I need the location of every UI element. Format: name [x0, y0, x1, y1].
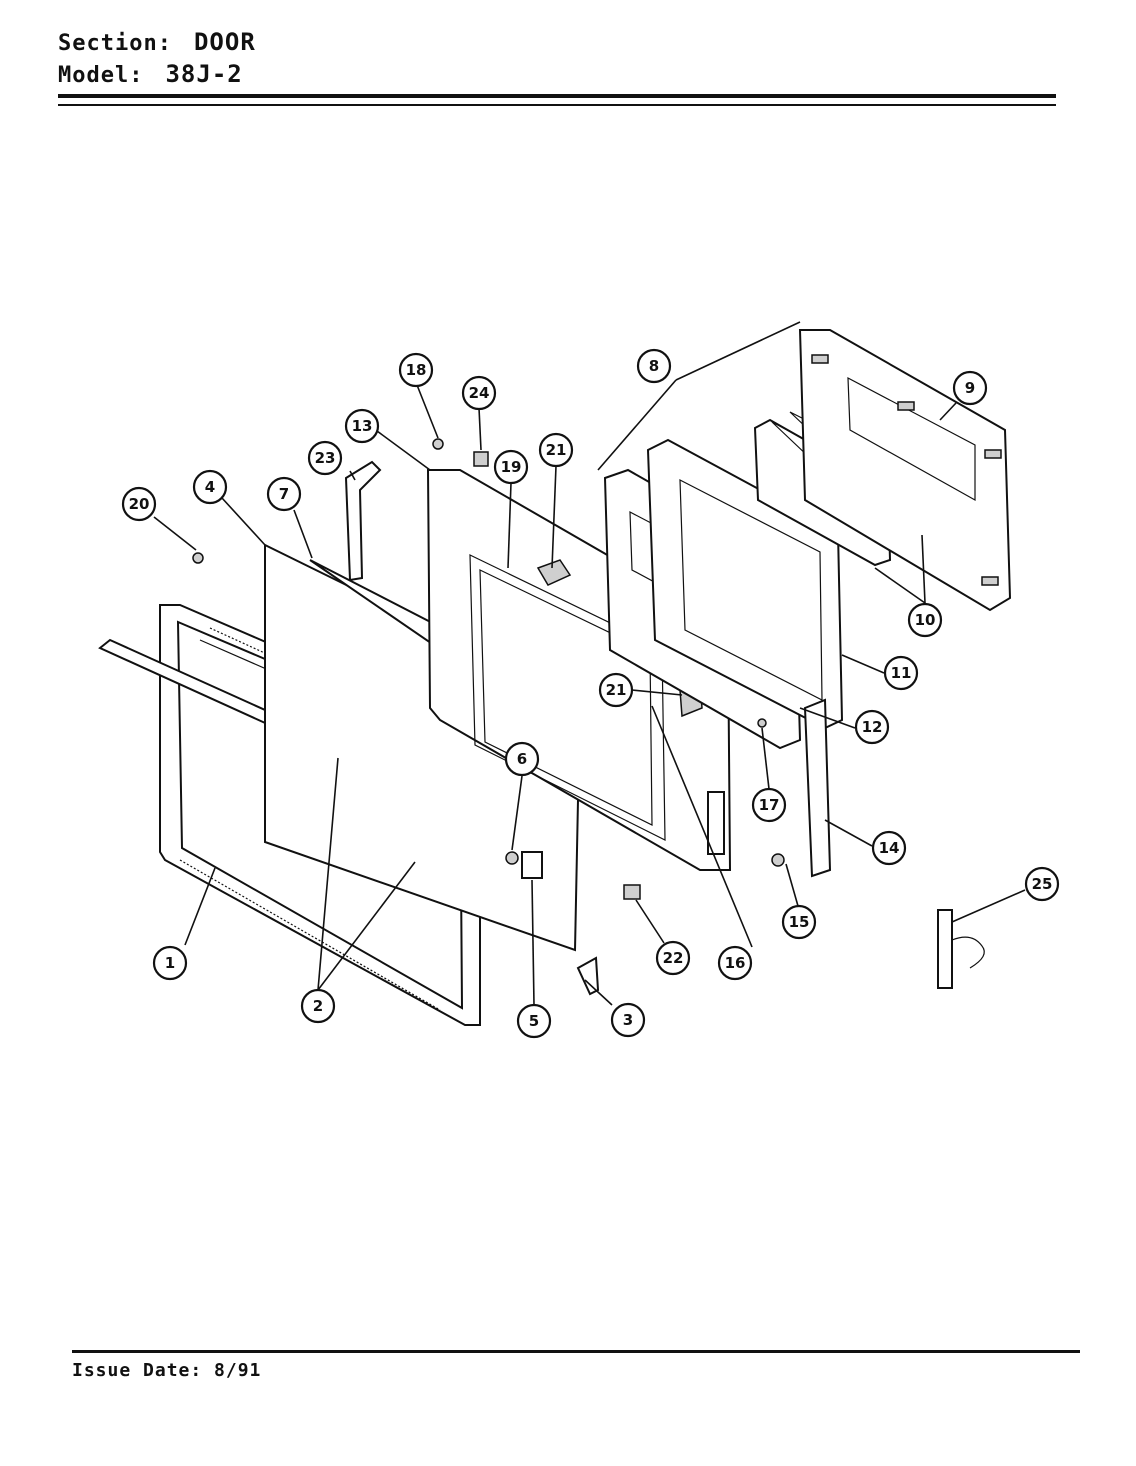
model-value: 38J-2	[165, 60, 243, 88]
header-rule-thin	[58, 104, 1056, 106]
bracket-part	[344, 460, 382, 582]
callout-8: 8	[636, 348, 672, 384]
section-label: Section:	[58, 31, 172, 56]
svg-text:21: 21	[546, 441, 567, 459]
callout-3: 3	[610, 1002, 646, 1038]
callout-14: 14	[871, 830, 907, 866]
svg-text:8: 8	[649, 357, 659, 375]
callout-9: 9	[952, 370, 988, 406]
callout-20: 20	[121, 486, 157, 522]
callout-22: 22	[655, 940, 691, 976]
callout-21: 21	[538, 432, 574, 468]
footer-rule	[72, 1350, 1080, 1353]
callout-10: 10	[907, 602, 943, 638]
callout-25: 25	[1024, 866, 1060, 902]
callout-6: 6	[504, 741, 540, 777]
hinge-bar-part	[803, 698, 832, 878]
stop-part	[623, 884, 641, 900]
hinge-part	[937, 909, 985, 989]
svg-text:1: 1	[165, 954, 175, 972]
callout-5: 5	[516, 1003, 552, 1039]
callout-1: 1	[152, 945, 188, 981]
callout-19: 19	[493, 449, 529, 485]
svg-text:3: 3	[623, 1011, 633, 1029]
svg-text:24: 24	[469, 384, 490, 402]
screw-part	[505, 851, 519, 865]
svg-text:2: 2	[313, 997, 323, 1015]
svg-text:18: 18	[406, 361, 427, 379]
screw-part	[432, 438, 444, 450]
screw-part	[192, 552, 204, 564]
svg-text:21: 21	[606, 681, 627, 699]
svg-text:25: 25	[1032, 875, 1053, 893]
section-heading: Section: DOOR	[58, 28, 256, 56]
svg-text:23: 23	[315, 449, 336, 467]
svg-text:20: 20	[129, 495, 150, 513]
callout-12: 12	[854, 709, 890, 745]
spacer-part	[473, 451, 489, 467]
callout-15: 15	[781, 904, 817, 940]
callout-23: 23	[307, 440, 343, 476]
svg-text:14: 14	[879, 839, 900, 857]
section-value: DOOR	[193, 28, 256, 56]
callout-18: 18	[398, 352, 434, 388]
svg-text:13: 13	[352, 417, 373, 435]
callout-7: 7	[266, 476, 302, 512]
callout-24: 24	[461, 375, 497, 411]
screw-part	[757, 718, 767, 728]
callout-2: 2	[300, 988, 336, 1024]
svg-text:19: 19	[501, 458, 522, 476]
svg-text:12: 12	[862, 718, 883, 736]
svg-text:4: 4	[205, 478, 215, 496]
inner-door-part	[426, 469, 732, 871]
svg-text:5: 5	[529, 1012, 539, 1030]
issue-date: Issue Date: 8/91	[72, 1360, 262, 1381]
callout-11: 11	[883, 655, 919, 691]
label-part	[521, 851, 543, 879]
svg-text:22: 22	[663, 949, 684, 967]
screw-part	[771, 853, 785, 867]
callout-13: 13	[344, 408, 380, 444]
svg-text:15: 15	[789, 913, 810, 931]
svg-text:6: 6	[517, 750, 527, 768]
svg-text:7: 7	[279, 485, 289, 503]
model-label: Model:	[58, 63, 144, 88]
svg-text:16: 16	[725, 954, 746, 972]
callout-4: 4	[192, 469, 228, 505]
svg-text:17: 17	[759, 796, 780, 814]
clip-part	[576, 956, 600, 996]
callout-17: 17	[751, 787, 787, 823]
svg-text:10: 10	[915, 611, 936, 629]
svg-text:11: 11	[891, 664, 912, 682]
header-rule-thick	[58, 94, 1056, 98]
callout-16: 16	[717, 945, 753, 981]
model-heading: Model: 38J-2	[58, 60, 243, 88]
svg-text:9: 9	[965, 379, 975, 397]
leader-lines	[153, 321, 1026, 1006]
callout-21-lower: 21	[598, 672, 634, 708]
back-panel-part	[798, 329, 1012, 612]
